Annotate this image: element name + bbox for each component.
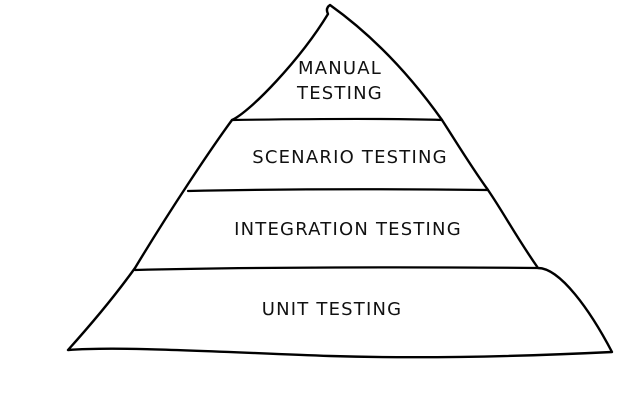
divider-integration-unit bbox=[133, 266, 540, 272]
divider-manual-scenario bbox=[230, 117, 444, 122]
level-unit-testing: UNIT TESTING bbox=[262, 299, 403, 320]
divider-scenario-integration bbox=[186, 188, 490, 193]
level-manual-testing-line1: MANUAL bbox=[298, 58, 382, 79]
level-manual-testing-line2: TESTING bbox=[296, 83, 383, 104]
level-integration-testing: INTEGRATION TESTING bbox=[234, 219, 462, 240]
level-scenario-testing: SCENARIO TESTING bbox=[252, 147, 448, 168]
